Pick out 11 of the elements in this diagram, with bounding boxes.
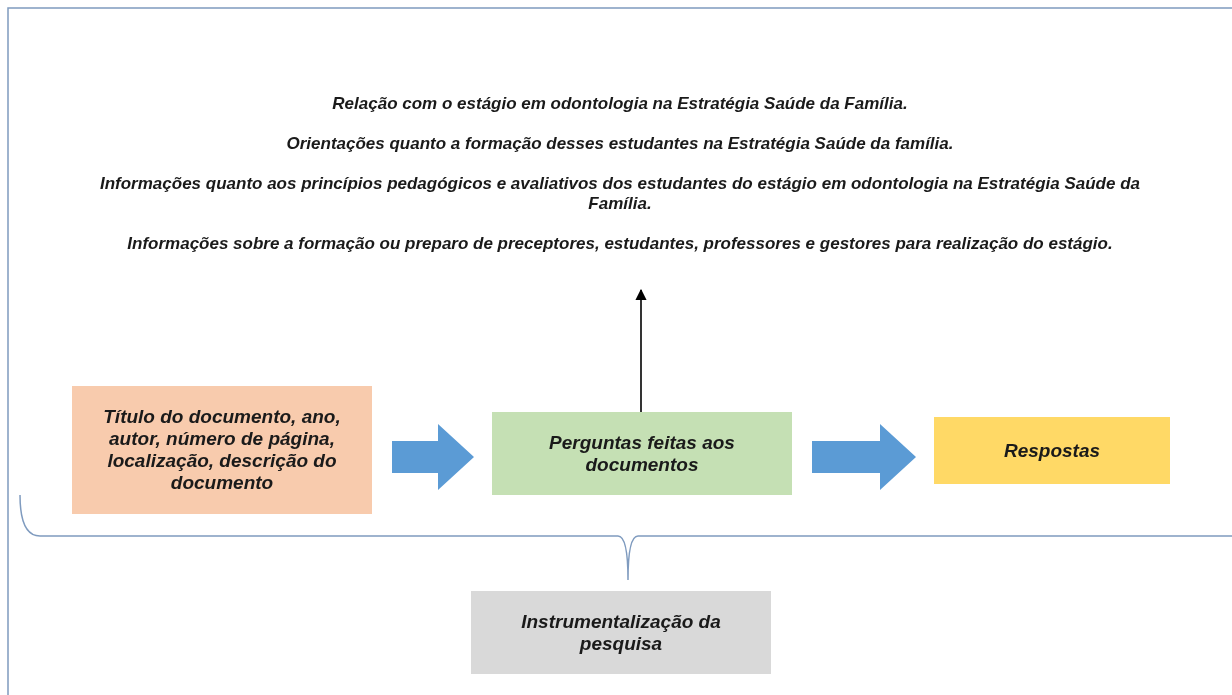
block-arrow <box>812 424 916 490</box>
process-box: Perguntas feitas aos documentos <box>492 412 792 495</box>
note-text: Relação com o estágio em odontologia na Estratégia Saúde da Família. <box>332 94 908 114</box>
process-box: Respostas <box>934 417 1170 484</box>
note-text: Informações quanto aos princípios pedagógicos e avaliativos dos estudantes do estágio em odontologia na Estratégia Saúde da Família. <box>98 174 1142 214</box>
block-arrow <box>392 424 474 490</box>
note-text: Orientações quanto a formação desses estudantes na Estratégia Saúde da família. <box>286 134 954 154</box>
note-text: Informações sobre a formação ou preparo de preceptores, estudantes, professores e gestores para realização do estágio. <box>127 234 1113 254</box>
process-box: Título do documento, ano, autor, número de página, localização, descrição do documento <box>72 386 372 514</box>
process-box: Instrumentalização da pesquisa <box>471 591 771 674</box>
arrow <box>635 288 647 413</box>
